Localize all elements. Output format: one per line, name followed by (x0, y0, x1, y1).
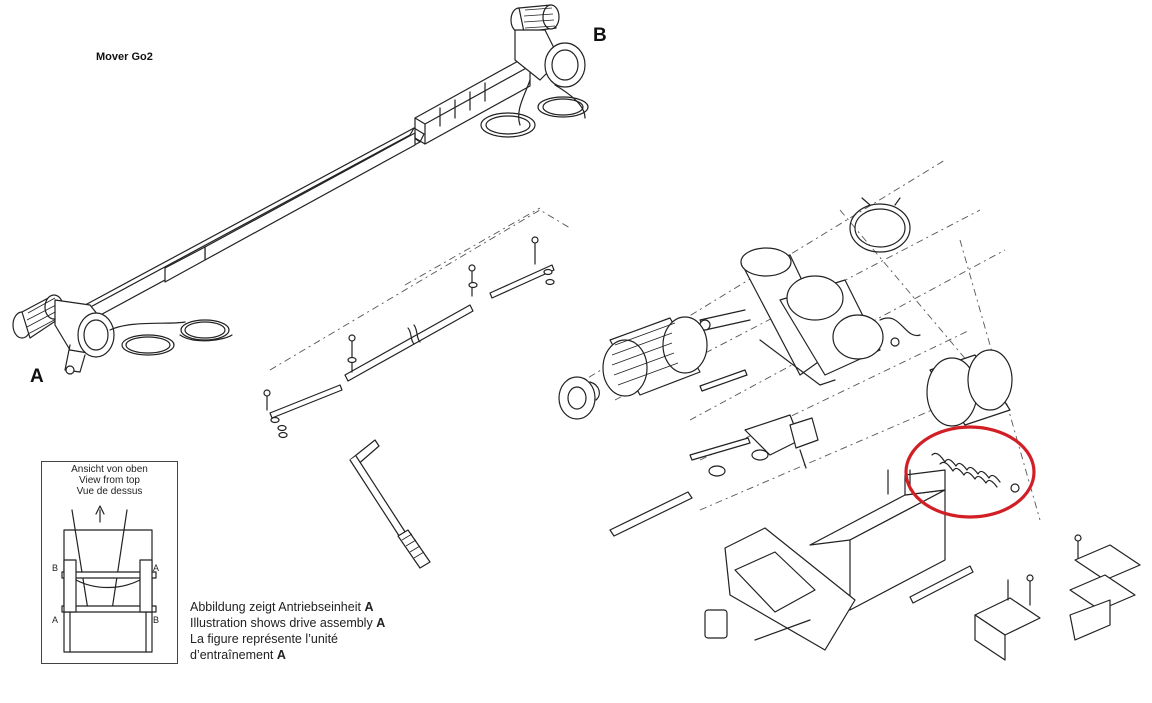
crank-handle (349, 439, 431, 569)
label-b: B (593, 25, 607, 46)
top-view-inset: Ansicht von oben View from top Vue de de… (41, 461, 178, 664)
inset-top-view: B A A B (52, 505, 159, 653)
caption-line-fr-2: d’entraînement A (190, 648, 286, 662)
inset-label-a-left: A (52, 615, 58, 625)
inset-header: Ansicht von oben View from top Vue de de… (42, 464, 177, 497)
inset-line-en: View from top (79, 475, 140, 486)
inset-label-b-right: B (153, 615, 159, 625)
inset-line-fr: Vue de dessus (76, 486, 143, 497)
drive-unit-b (480, 4, 589, 138)
caption-line-en: Illustration shows drive assembly A (190, 616, 386, 630)
cross-bar-assembly (69, 59, 531, 327)
inset-line-de: Ansicht von oben (71, 464, 148, 475)
diagram-title: Mover Go2 (96, 51, 153, 63)
label-a: A (30, 366, 44, 387)
inset-label-a-right: A (153, 563, 159, 573)
inset-label-b-left: B (52, 563, 58, 573)
caption-line-de: Abbildung zeigt Antriebseinheit A (190, 600, 374, 614)
drive-assembly-exploded (558, 159, 1141, 661)
spring-highlight-circle (904, 425, 1036, 519)
drive-unit-a (12, 294, 233, 375)
caption-line-fr-1: La figure représente l’unité (190, 632, 339, 646)
rod-assembly (263, 207, 571, 439)
figure-caption: Abbildung zeigt Antriebseinheit A Illust… (190, 599, 385, 663)
